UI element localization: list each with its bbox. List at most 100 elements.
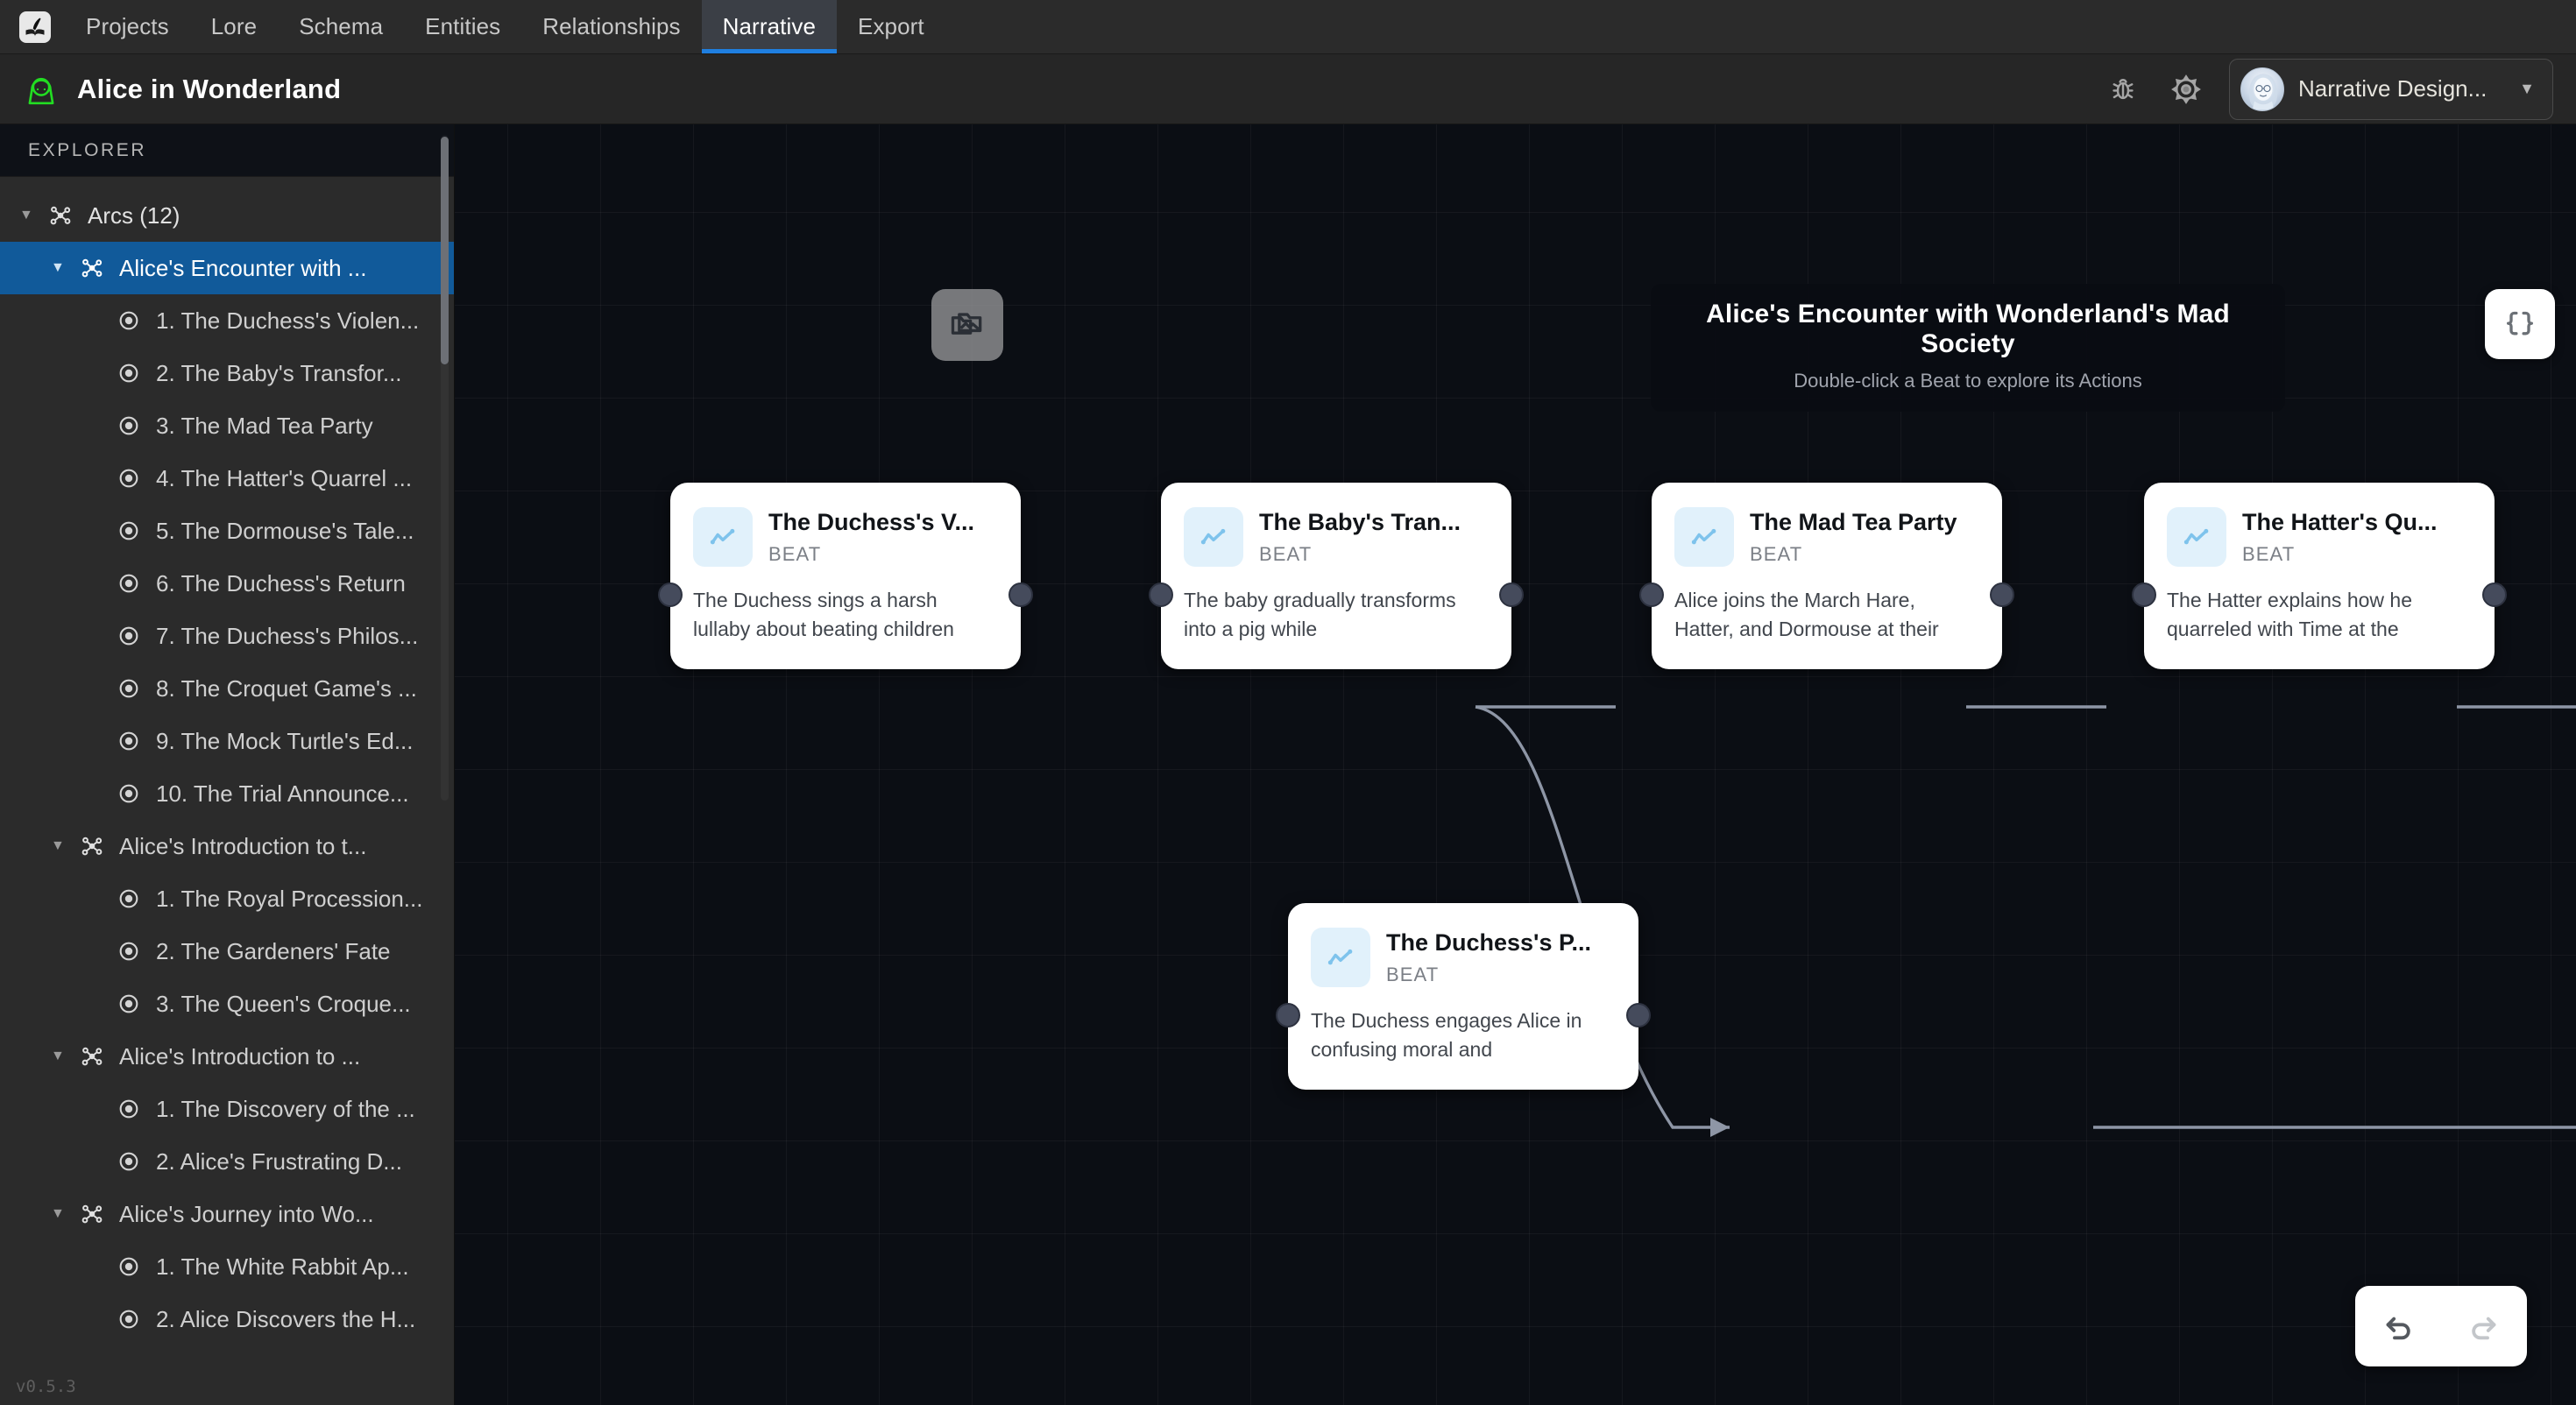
tree-row-label: 9. The Mock Turtle's Ed... — [156, 727, 414, 754]
activity-line-icon — [1311, 928, 1370, 987]
tree-row-beat[interactable]: 1. The Royal Procession... — [0, 872, 454, 925]
beat-target-icon — [119, 574, 138, 593]
beat-target-icon — [110, 729, 147, 753]
activity-line-icon — [2183, 528, 2209, 545]
book-quill-icon[interactable] — [19, 11, 51, 43]
beat-target-icon — [110, 676, 147, 701]
undo-arrow-icon — [2386, 1317, 2410, 1340]
tree-row-beat[interactable]: 1. The Discovery of the ... — [0, 1083, 454, 1135]
node-title: The Hatter's Qu... — [2242, 509, 2438, 535]
bug-icon[interactable] — [2103, 69, 2143, 109]
chevron-down-icon[interactable]: ▼ — [51, 1206, 65, 1221]
json-view-button[interactable] — [2485, 289, 2555, 359]
beat-target-icon — [119, 679, 138, 698]
gallery-button[interactable] — [931, 289, 1003, 361]
beat-node[interactable]: The Duchess's P...BEAT The Duchess engage… — [1276, 903, 1651, 1091]
node-handle-right[interactable] — [2482, 582, 2507, 607]
activity-line-icon — [2167, 507, 2226, 567]
redo-button[interactable] — [2452, 1298, 2515, 1354]
tree-row-beat[interactable]: 1. The Duchess's Violen... — [0, 294, 454, 347]
beat-target-icon — [110, 571, 147, 596]
node-titles: The Duchess's V...BEAT — [768, 507, 974, 566]
body-row: EXPLORER ▼ Arcs (12)▼ Alice's Encounter … — [0, 124, 2576, 1405]
chevron-down-icon[interactable]: ▼ — [51, 838, 65, 853]
menu-label: Schema — [299, 13, 384, 39]
tree-row-arc[interactable]: ▼ Alice's Encounter with ... — [0, 242, 454, 294]
tree-row-beat[interactable]: 8. The Croquet Game's ... — [0, 662, 454, 715]
beat-target-icon — [110, 519, 147, 543]
beat-target-icon — [110, 1097, 147, 1121]
menu-item-narrative[interactable]: Narrative — [701, 0, 838, 53]
node-handle-right[interactable] — [1008, 582, 1033, 607]
tree-row-label: 2. The Baby's Transfor... — [156, 359, 402, 386]
node-handle-right[interactable] — [1990, 582, 2014, 607]
sidebar-scrollbar-track[interactable] — [441, 135, 449, 801]
chevron-down-icon[interactable]: ▼ — [19, 208, 33, 222]
node-titles: The Duchess's P...BEAT — [1386, 928, 1591, 986]
menu-label: Projects — [86, 13, 169, 39]
tree-row-beat[interactable]: 2. Alice Discovers the H... — [0, 1293, 454, 1345]
alice-face-icon — [28, 77, 54, 104]
tree-row-group[interactable]: ▼ Arcs (12) — [0, 189, 454, 242]
beat-target-icon — [110, 413, 147, 438]
tree-row-beat[interactable]: 9. The Mock Turtle's Ed... — [0, 715, 454, 767]
tree-row-label: 1. The White Rabbit Ap... — [156, 1253, 409, 1280]
menu-label: Lore — [210, 13, 258, 39]
menu-item-export[interactable]: Export — [837, 0, 945, 53]
tree-row-beat[interactable]: 6. The Duchess's Return — [0, 557, 454, 610]
version-label: v0.5.3 — [16, 1377, 76, 1396]
activity-line-icon — [1327, 949, 1353, 965]
node-handle-left[interactable] — [658, 582, 683, 607]
tree-row-beat[interactable]: 10. The Trial Announce... — [0, 767, 454, 820]
menu-label: Export — [858, 13, 924, 39]
tree-row-label: 6. The Duchess's Return — [156, 569, 406, 597]
chevron-down-icon[interactable]: ▼ — [51, 260, 65, 275]
tree-row-beat[interactable]: 1. The White Rabbit Ap... — [0, 1240, 454, 1293]
tree-row-beat[interactable]: 7. The Duchess's Philos... — [0, 610, 454, 662]
tree-row-beat[interactable]: 3. The Mad Tea Party — [0, 399, 454, 452]
tree-row-beat[interactable]: 2. Alice's Frustrating D... — [0, 1135, 454, 1188]
tree-row-label: Alice's Encounter with ... — [119, 254, 367, 281]
chevron-down-icon[interactable]: ▼ — [51, 1048, 65, 1063]
node-handle-left[interactable] — [2132, 582, 2156, 607]
narrative-canvas[interactable]: Alice's Encounter with Wonderland's Mad … — [455, 124, 2576, 1405]
gear-icon[interactable] — [2166, 69, 2206, 109]
node-handle-left[interactable] — [1149, 582, 1173, 607]
node-handle-left[interactable] — [1639, 582, 1664, 607]
arc-graph-icon — [74, 1043, 110, 1070]
persona-dropdown[interactable]: Narrative Design... ▼ — [2229, 58, 2553, 120]
tree-row-arc[interactable]: ▼ Alice's Introduction to ... — [0, 1030, 454, 1083]
tree-row-beat[interactable]: 5. The Dormouse's Tale... — [0, 505, 454, 557]
tree-row-beat[interactable]: 2. The Baby's Transfor... — [0, 347, 454, 399]
tree-row-label: 1. The Royal Procession... — [156, 885, 423, 912]
banner-title: Alice's Encounter with Wonderland's Mad … — [1706, 300, 2230, 358]
tree-row-label: 2. Alice Discovers the H... — [156, 1305, 416, 1332]
tree-row-arc[interactable]: ▼ Alice's Introduction to t... — [0, 820, 454, 872]
menu-item-lore[interactable]: Lore — [190, 0, 278, 53]
tree-row-beat[interactable]: 3. The Queen's Croque... — [0, 978, 454, 1030]
menu-item-schema[interactable]: Schema — [278, 0, 404, 53]
sidebar-scrollbar-thumb[interactable] — [441, 137, 449, 364]
beat-target-icon — [110, 939, 147, 964]
undo-button[interactable] — [2367, 1298, 2431, 1354]
node-handle-right[interactable] — [1499, 582, 1524, 607]
node-handle-right[interactable] — [1626, 1003, 1651, 1027]
menu-items: Projects Lore Schema Entities Relationsh… — [65, 0, 945, 53]
node-handle-left[interactable] — [1276, 1003, 1300, 1027]
menu-item-relationships[interactable]: Relationships — [521, 0, 701, 53]
node-description: The Duchess engages Alice in confusing m… — [1311, 1009, 1582, 1061]
activity-line-icon — [710, 528, 735, 545]
beat-target-icon — [119, 1257, 138, 1276]
tree-row-beat[interactable]: 4. The Hatter's Quarrel ... — [0, 452, 454, 505]
menu-item-entities[interactable]: Entities — [404, 0, 521, 53]
beat-target-icon — [119, 469, 138, 488]
tree-row-beat[interactable]: 2. The Gardeners' Fate — [0, 925, 454, 978]
tree-row-label: 1. The Duchess's Violen... — [156, 307, 420, 334]
arc-graph-icon — [81, 258, 103, 278]
tree-row-arc[interactable]: ▼ Alice's Journey into Wo... — [0, 1188, 454, 1240]
menu-item-projects[interactable]: Projects — [65, 0, 190, 53]
